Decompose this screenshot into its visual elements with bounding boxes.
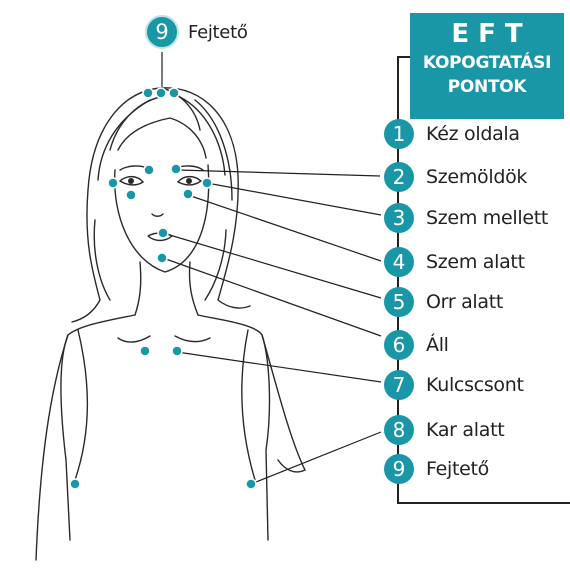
step-label: Orr alatt (426, 291, 503, 313)
step-4: 4 Szem alatt (384, 247, 525, 277)
point-eyebrow-left (144, 165, 154, 175)
step-number: 3 (384, 203, 414, 233)
top-point-number: 9 (145, 15, 179, 49)
step-label: Kar alatt (426, 419, 504, 441)
title-box: EFT KOPOGTATÁSI PONTOK (410, 13, 564, 119)
point-collarbone-left (140, 346, 150, 356)
point-top-head-right (169, 88, 179, 98)
point-chin (157, 253, 167, 263)
top-point-label: Fejtető (188, 22, 248, 43)
step-number: 1 (384, 119, 414, 149)
step-7: 7 Kulcscsont (384, 370, 524, 400)
point-under-nose (158, 228, 168, 238)
step-6: 6 Áll (384, 330, 449, 360)
point-eyebrow-right (171, 164, 181, 174)
point-collarbone-right (172, 346, 182, 356)
step-9: 9 Fejtető (384, 454, 489, 484)
step-label: Szemöldök (426, 166, 527, 188)
step-number: 4 (384, 247, 414, 277)
step-label: Szem alatt (426, 251, 525, 273)
step-5: 5 Orr alatt (384, 287, 503, 317)
point-side-eye-right (202, 178, 212, 188)
step-number: 2 (384, 162, 414, 192)
step-number: 7 (384, 370, 414, 400)
title: EFT (410, 19, 564, 49)
step-label: Áll (426, 334, 449, 356)
bracket-bottom (397, 502, 570, 504)
step-3: 3 Szem mellett (384, 203, 548, 233)
point-top-head-left (143, 88, 153, 98)
subtitle-line-1: KOPOGTATÁSI (410, 53, 564, 73)
step-label: Fejtető (426, 458, 489, 480)
step-number: 6 (384, 330, 414, 360)
step-number: 5 (384, 287, 414, 317)
step-label: Kéz oldala (426, 123, 520, 145)
point-top-head-center (156, 88, 166, 98)
step-label: Szem mellett (426, 207, 548, 229)
point-under-arm-right (246, 479, 256, 489)
bracket-top (398, 56, 410, 58)
point-side-eye-left (108, 178, 118, 188)
point-under-arm-left (70, 479, 80, 489)
step-number: 9 (384, 454, 414, 484)
step-8: 8 Kar alatt (384, 415, 504, 445)
top-point-callout: 9 Fejtető (145, 15, 248, 49)
tapping-points (70, 88, 256, 489)
step-1: 1 Kéz oldala (384, 119, 520, 149)
step-2: 2 Szemöldök (384, 162, 527, 192)
step-label: Kulcscsont (426, 374, 524, 396)
point-under-eye-right (183, 189, 193, 199)
subtitle-line-2: PONTOK (410, 77, 564, 97)
step-number: 8 (384, 415, 414, 445)
point-under-eye-left (126, 190, 136, 200)
